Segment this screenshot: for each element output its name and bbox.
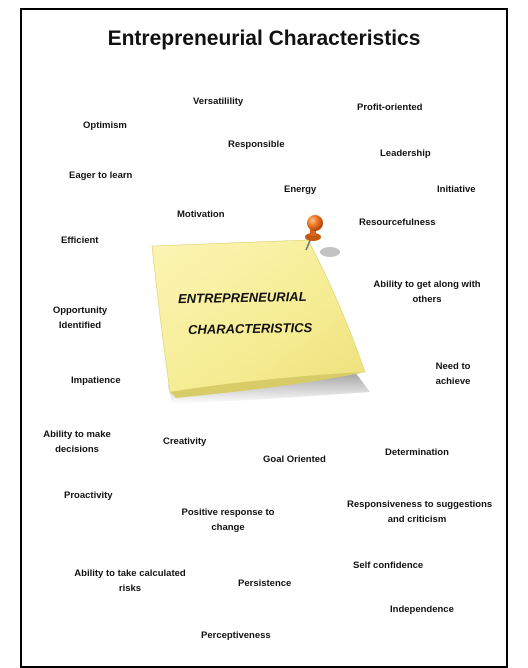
page-title: Entrepreneurial Characteristics	[107, 27, 421, 50]
word-opportunity-line-2: Identified	[58, 320, 102, 331]
word-eager-to-learn: Eager to learn	[69, 170, 133, 181]
word-profit-oriented: Profit-oriented	[357, 102, 423, 113]
word-opportunity-identified: Opportunity Identified	[50, 303, 110, 333]
word-responsiveness: Responsiveness to suggestions and critic…	[347, 497, 493, 527]
word-positive-response-line-2: change	[211, 522, 245, 533]
word-need-to-achieve-line-2: achieve	[435, 376, 471, 387]
word-calculated-risks-line-1: Ability to take calculated	[74, 568, 186, 579]
word-leadership: Leadership	[380, 148, 431, 159]
word-ability-get-along-line-1: Ability to get along with	[373, 279, 481, 290]
word-ability-get-along-line-2: others	[412, 294, 442, 305]
word-initiative: Initiative	[437, 184, 476, 195]
note-line-2: CHARACTERISTICS	[187, 319, 313, 338]
word-responsiveness-line-1: Responsiveness to suggestions	[347, 499, 493, 510]
word-need-to-achieve: Need to achieve	[430, 359, 476, 389]
word-energy: Energy	[284, 184, 317, 195]
word-responsible: Responsible	[228, 139, 285, 150]
word-calculated-risks: Ability to take calculated risks	[72, 566, 188, 596]
word-perceptiveness: Perceptiveness	[201, 630, 271, 641]
word-proactivity: Proactivity	[64, 490, 113, 501]
word-persistence: Persistence	[238, 578, 292, 589]
word-resourcefulness: Resourcefulness	[359, 217, 436, 228]
note-line-1: ENTREPRENEURIAL	[177, 288, 307, 307]
word-goal-oriented: Goal Oriented	[263, 454, 326, 465]
word-ability-get-along: Ability to get along with others	[371, 277, 483, 307]
word-self-confidence: Self confidence	[353, 560, 424, 571]
word-responsiveness-line-2: and criticism	[387, 514, 447, 525]
word-determination: Determination	[385, 447, 449, 458]
word-creativity: Creativity	[163, 436, 207, 447]
word-efficient: Efficient	[61, 235, 99, 246]
word-need-to-achieve-line-1: Need to	[435, 361, 471, 372]
word-optimism: Optimism	[83, 120, 127, 131]
word-calculated-risks-line-2: risks	[118, 583, 142, 594]
word-opportunity-line-1: Opportunity	[52, 305, 108, 316]
word-positive-response-line-1: Positive response to	[181, 507, 275, 518]
word-versatility: Versatilility	[193, 96, 244, 107]
word-positive-response: Positive response to change	[181, 505, 275, 535]
word-impatience: Impatience	[71, 375, 121, 386]
word-ability-decisions-line-1: Ability to make	[43, 429, 111, 440]
word-ability-decisions-line-2: decisions	[55, 444, 99, 455]
word-motivation: Motivation	[177, 209, 225, 220]
word-ability-decisions: Ability to make decisions	[40, 427, 114, 457]
word-independence: Independence	[390, 604, 454, 615]
